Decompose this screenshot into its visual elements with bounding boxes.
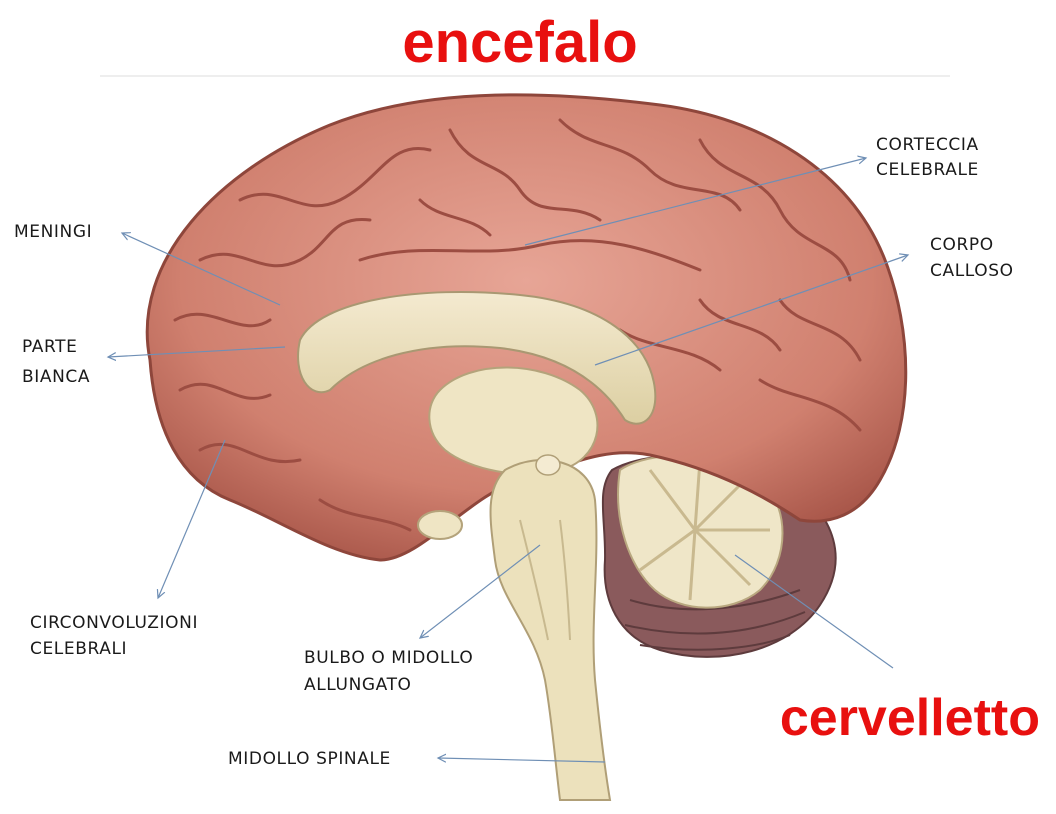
pituitary bbox=[418, 511, 462, 539]
label-circonvoluzioni-line2: CELEBRALI bbox=[30, 639, 127, 659]
label-corteccia-line2: CELEBRALE bbox=[876, 160, 979, 180]
label-parte-bianca-line1: PARTE bbox=[22, 337, 78, 357]
callout-cervelletto: cervelletto bbox=[780, 689, 1040, 747]
label-corpo-line1: CORPO bbox=[930, 235, 994, 255]
label-circonvoluzioni-line1: CIRCONVOLUZIONI bbox=[30, 613, 198, 633]
label-bulbo-line1: BULBO O MIDOLLO bbox=[304, 648, 473, 668]
brainstem bbox=[491, 460, 610, 800]
label-corteccia-line1: CORTECCIA bbox=[876, 135, 979, 155]
label-corpo-line2: CALLOSO bbox=[930, 261, 1014, 281]
label-midollo-spinale: MIDOLLO SPINALE bbox=[228, 749, 391, 769]
label-bulbo-line2: ALLUNGATO bbox=[304, 675, 412, 695]
label-parte-bianca-line2: BIANCA bbox=[22, 367, 90, 387]
label-meningi: MENINGI bbox=[14, 222, 92, 242]
title-encefalo: encefalo bbox=[402, 10, 637, 75]
